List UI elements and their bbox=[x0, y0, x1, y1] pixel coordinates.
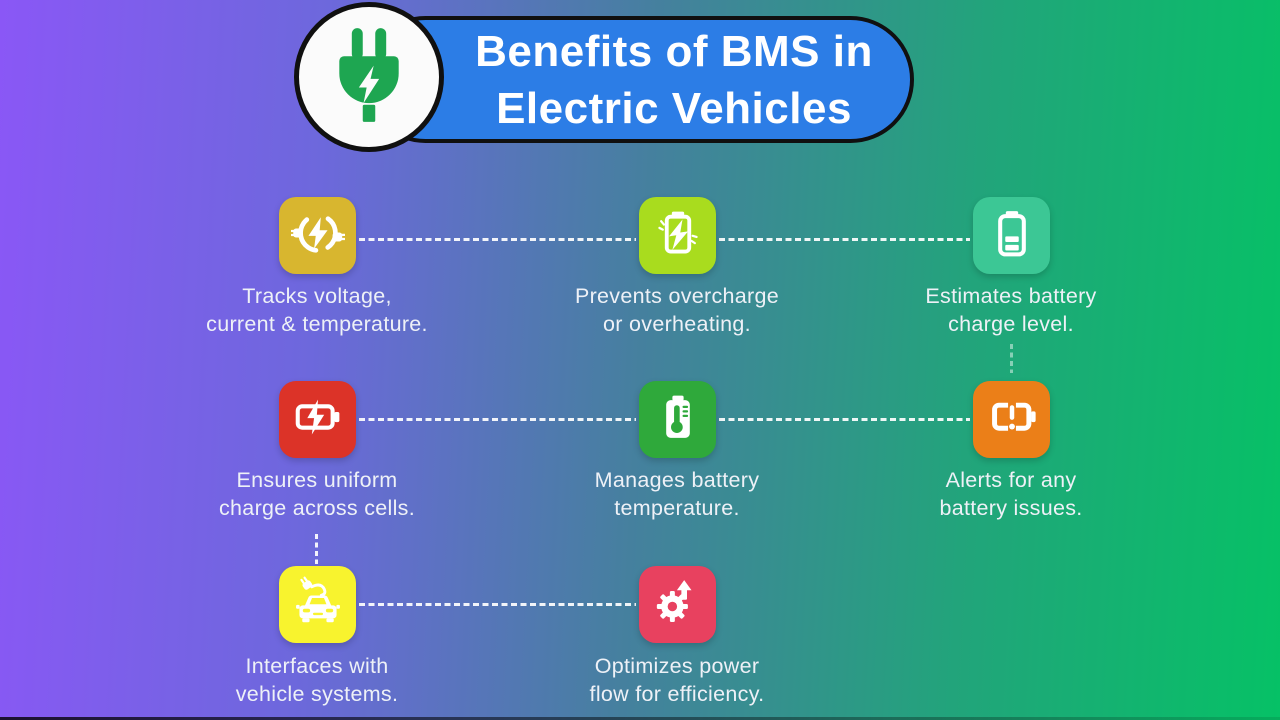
benefit-tile-6 bbox=[973, 381, 1050, 458]
page-title-line1: Benefits of BMS in bbox=[475, 26, 873, 76]
benefit-caption-5: Manages battery temperature. bbox=[517, 467, 837, 522]
benefit-caption-8: Optimizes power flow for efficiency. bbox=[517, 653, 837, 708]
connector-row1-b bbox=[719, 238, 970, 241]
page-title-line2: Electric Vehicles bbox=[496, 83, 852, 133]
connector-row2-a bbox=[359, 418, 636, 421]
benefit-tile-1 bbox=[279, 197, 356, 274]
caption-line: temperature. bbox=[614, 495, 740, 520]
title-banner: Benefits of BMS in Electric Vehicles bbox=[362, 16, 914, 143]
benefit-caption-2: Prevents overcharge or overheating. bbox=[517, 283, 837, 338]
caption-line: Prevents overcharge bbox=[574, 284, 780, 308]
logo-badge bbox=[294, 2, 444, 152]
caption-line: or overheating. bbox=[603, 311, 751, 336]
caption-line: Ensures uniform bbox=[236, 468, 398, 492]
benefit-tile-8 bbox=[639, 566, 716, 643]
battery-thermometer-icon bbox=[651, 390, 705, 449]
connector-row2-b bbox=[719, 418, 970, 421]
benefit-caption-7: Interfaces with vehicle systems. bbox=[157, 653, 477, 708]
battery-lightning-icon bbox=[291, 390, 345, 449]
caption-line: flow for efficiency. bbox=[589, 681, 765, 706]
caption-line: Optimizes power bbox=[594, 654, 760, 678]
electric-car-plug-icon bbox=[291, 575, 345, 634]
connector-row3 bbox=[359, 603, 636, 606]
bottom-edge-line bbox=[0, 717, 1280, 720]
caption-line: Alerts for any bbox=[945, 468, 1077, 492]
benefit-tile-2 bbox=[639, 197, 716, 274]
caption-line: charge level. bbox=[948, 311, 1074, 336]
benefit-caption-3: Estimates battery charge level. bbox=[851, 283, 1171, 338]
caption-line: Estimates battery bbox=[925, 284, 1097, 308]
benefit-tile-3 bbox=[973, 197, 1050, 274]
benefit-tile-7 bbox=[279, 566, 356, 643]
battery-overcharge-icon bbox=[651, 206, 705, 265]
page-title: Benefits of BMS in Electric Vehicles bbox=[475, 23, 873, 137]
caption-line: current & temperature. bbox=[206, 311, 428, 336]
caption-line: battery issues. bbox=[939, 495, 1083, 520]
power-plug-bolt-icon bbox=[321, 25, 417, 130]
benefit-tile-5 bbox=[639, 381, 716, 458]
caption-line: charge across cells. bbox=[219, 495, 415, 520]
benefit-caption-6: Alerts for any battery issues. bbox=[851, 467, 1171, 522]
charging-circle-bolt-icon bbox=[289, 206, 346, 265]
benefit-tile-4 bbox=[279, 381, 356, 458]
caption-line: Interfaces with bbox=[245, 654, 389, 678]
connector-row1-a bbox=[359, 238, 636, 241]
battery-warning-icon bbox=[985, 390, 1039, 449]
connector-col1-vertical bbox=[315, 534, 318, 564]
caption-line: Manages battery bbox=[594, 468, 760, 492]
connector-col3-vertical bbox=[1010, 344, 1013, 373]
gear-up-arrow-icon bbox=[651, 575, 705, 634]
caption-line: vehicle systems. bbox=[235, 681, 399, 706]
caption-line: Tracks voltage, bbox=[242, 284, 392, 308]
battery-charge-level-icon bbox=[985, 206, 1039, 265]
benefit-caption-1: Tracks voltage, current & temperature. bbox=[157, 283, 477, 338]
benefit-caption-4: Ensures uniform charge across cells. bbox=[157, 467, 477, 522]
